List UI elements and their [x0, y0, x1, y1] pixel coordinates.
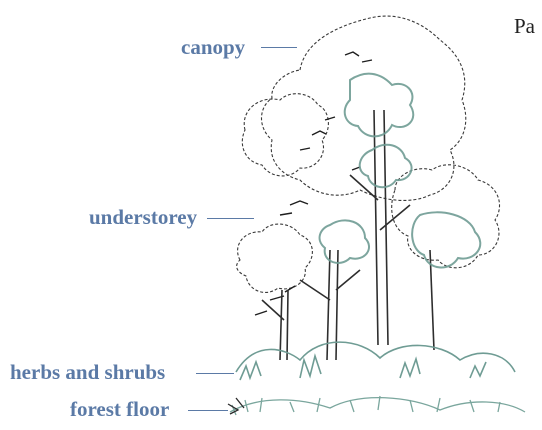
- forest-floor-label: forest floor: [70, 399, 169, 420]
- understorey-leader-line: [207, 218, 254, 219]
- forest-floor-plants: [228, 396, 525, 415]
- herbs-and-shrubs-leader-line: [196, 373, 234, 374]
- herbs-and-shrubs-label: herbs and shrubs: [10, 362, 165, 383]
- understorey-label: understorey: [89, 207, 197, 228]
- forest-floor-leader-line: [188, 410, 228, 411]
- page-corner-text: Pa: [514, 14, 535, 39]
- canopy-leader-line: [261, 47, 297, 48]
- green-foliage: [320, 74, 481, 268]
- canopy-label: canopy: [181, 37, 245, 58]
- tree-trunks: [262, 110, 434, 360]
- shrub-layer: [236, 342, 515, 380]
